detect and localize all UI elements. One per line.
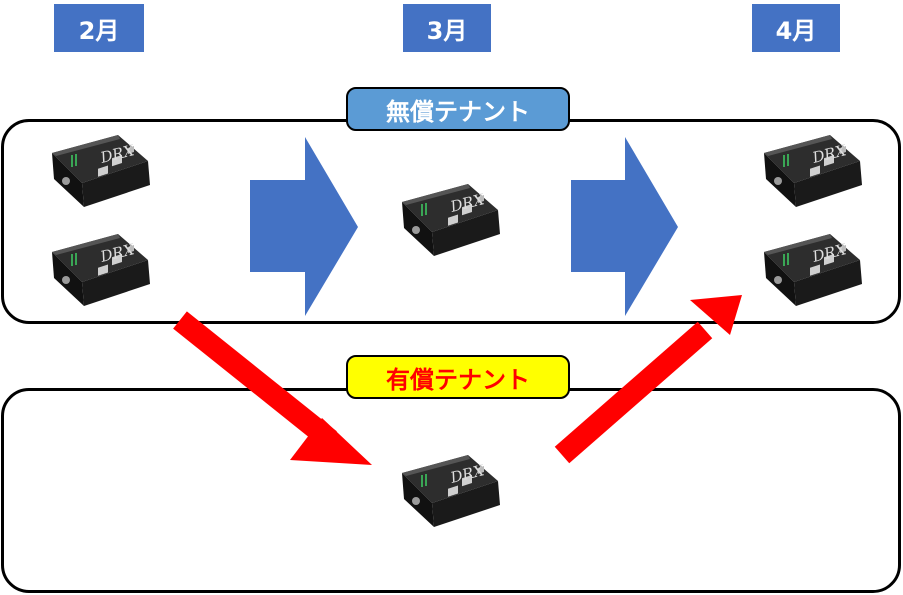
device-paid-mar [401,454,501,528]
month-header-feb: 2月 [54,4,144,52]
red-arrow-down-to-paid [173,311,372,465]
blue-arrow-mar-to-apr [571,137,678,316]
month-header-mar: 3月 [403,4,491,52]
device-free-mar [401,183,501,257]
month-header-apr: 4月 [752,4,840,52]
free-tenant-label: 無償テナント [346,87,570,131]
blue-arrow-feb-to-mar [250,137,358,316]
red-arrow-up-to-free [554,295,742,464]
device-free-apr-1 [763,134,863,208]
device-free-feb-1 [51,134,151,208]
device-free-feb-2 [51,233,151,307]
paid-tenant-label: 有償テナント [346,355,570,399]
device-free-apr-2 [763,233,863,307]
